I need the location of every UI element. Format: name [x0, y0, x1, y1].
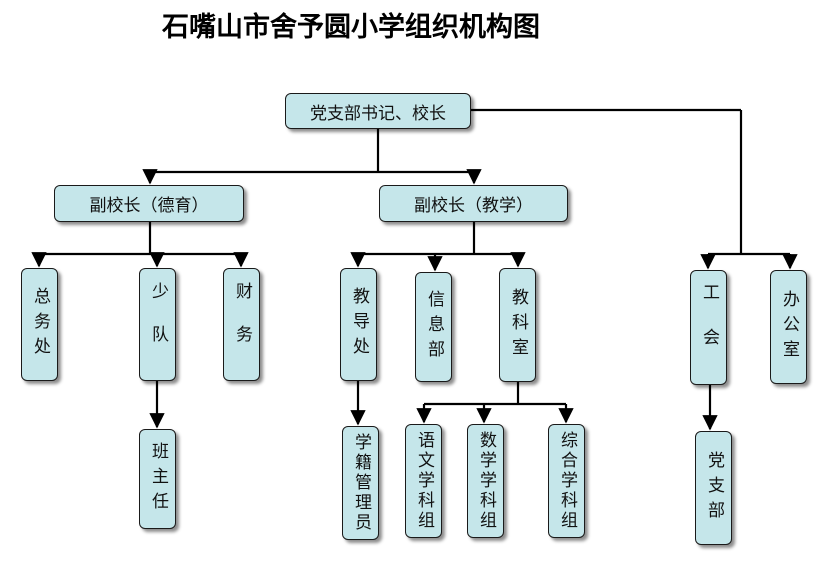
node-vp-teaching: 副校长（教学） — [379, 185, 568, 222]
node-comprehensive-group: 综合学科组 — [548, 424, 585, 538]
node-party-branch: 党支部 — [695, 431, 732, 545]
node-chinese-group: 语文学科组 — [405, 424, 442, 538]
node-office: 办公室 — [770, 270, 807, 384]
node-information-dept: 信息部 — [415, 272, 452, 382]
node-class-teacher: 班主任 — [139, 429, 176, 529]
chart-title: 石嘴山市舍予圆小学组织机构图 — [162, 12, 540, 43]
node-student-records: 学籍管理员 — [342, 426, 379, 540]
node-finance: 财务 — [223, 268, 260, 381]
node-young-pioneers: 少队 — [139, 268, 176, 381]
node-math-group: 数学学科组 — [467, 424, 504, 538]
node-teaching-research: 教科室 — [499, 268, 536, 382]
node-guidance-office: 教导处 — [340, 268, 377, 381]
node-labor-union: 工会 — [690, 270, 727, 385]
node-principal: 党支部书记、校长 — [285, 93, 471, 129]
node-general-affairs: 总务处 — [21, 268, 58, 381]
node-vp-moral: 副校长（德育） — [54, 185, 244, 222]
